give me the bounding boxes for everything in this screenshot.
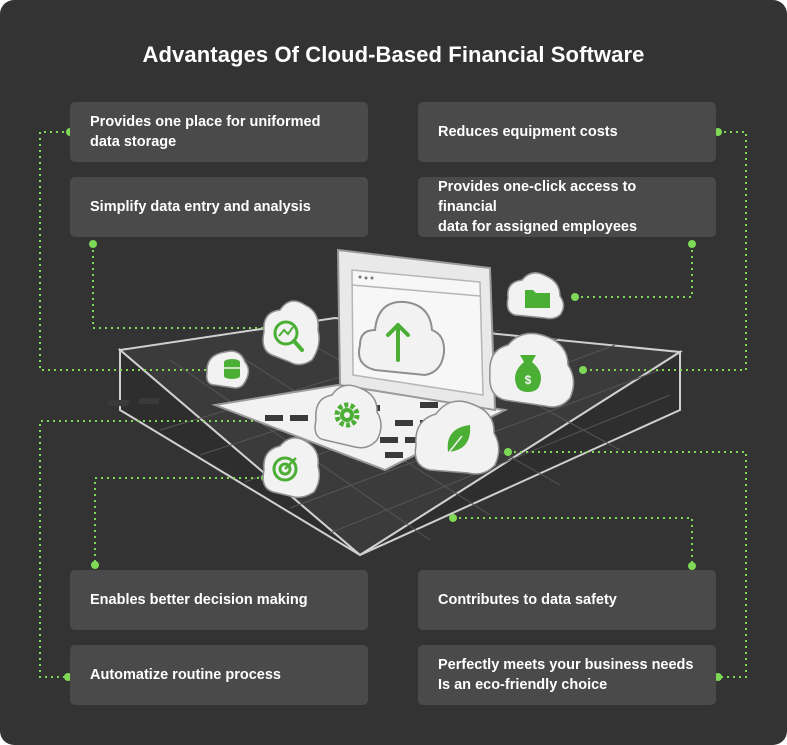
advantage-label: Contributes to data safety: [438, 592, 617, 608]
money-bag-icon: $: [489, 332, 575, 408]
advantage-box-data-safety: Contributes to data safety: [418, 570, 716, 630]
advantage-label: Automatize routine process: [90, 667, 281, 683]
advantage-label: Simplify data entry and analysis: [90, 199, 311, 215]
advantage-label: Provides one-click access to financial d…: [438, 179, 638, 235]
advantage-box-routine-process: Automatize routine process: [70, 645, 368, 705]
advantage-label: Reduces equipment costs: [438, 124, 618, 140]
folder-icon: [506, 272, 565, 320]
advantage-label: Provides one place for uniformed data st…: [90, 114, 321, 150]
advantage-box-data-entry: Simplify data entry and analysis: [70, 177, 368, 237]
advantage-label: Perfectly meets your business needs Is a…: [438, 657, 694, 693]
advantage-label: Enables better decision making: [90, 592, 308, 608]
database-icon: [205, 350, 250, 389]
target-icon: [262, 437, 321, 499]
gear-icon: [314, 384, 382, 449]
svg-text:$: $: [525, 373, 532, 387]
advantage-box-one-click-access: Provides one-click access to financial d…: [418, 177, 716, 237]
advantage-box-equipment-costs: Reduces equipment costs: [418, 102, 716, 162]
advantage-box-data-storage: Provides one place for uniformed data st…: [70, 102, 368, 162]
connector-lines: [39, 131, 747, 678]
leaf-icon: [414, 400, 500, 475]
advantage-box-business-needs: Perfectly meets your business needs Is a…: [418, 645, 716, 705]
advantage-box-decision-making: Enables better decision making: [70, 570, 368, 630]
upload-arrow-icon: [358, 300, 446, 377]
magnifier-chart-icon: [262, 300, 320, 366]
page-title: Advantages Of Cloud-Based Financial Soft…: [142, 42, 645, 67]
laptop-screen: [336, 248, 497, 412]
